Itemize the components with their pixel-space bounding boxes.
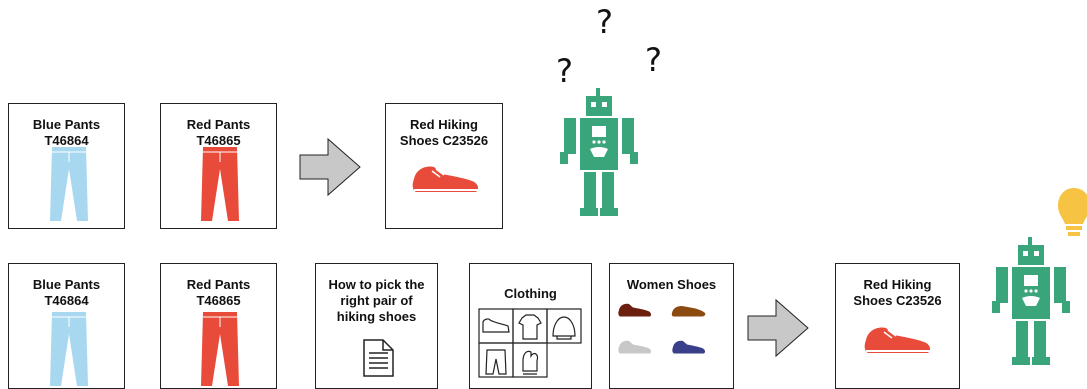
tshirt-outline-icon (519, 315, 541, 339)
clothing-grid-icon (479, 309, 581, 377)
mitten-outline-icon (523, 351, 537, 374)
red-pants-icon (201, 312, 239, 386)
beanie-outline-icon (553, 317, 575, 339)
shoe-collection-icon (618, 304, 705, 354)
blue-pants-icon (50, 312, 88, 386)
robot-idea-icon (992, 237, 1070, 365)
document-icon (364, 340, 393, 376)
arrow-right-icon (748, 300, 808, 356)
red-shoe-icon (865, 328, 930, 354)
robot-confused-icon (560, 88, 638, 216)
red-pants-icon (201, 147, 239, 221)
blue-pants-icon (50, 147, 88, 221)
sneaker-outline-icon (483, 319, 509, 332)
red-shoe-icon (413, 167, 478, 193)
arrow-right-icon (300, 139, 360, 195)
pants-outline-icon (486, 350, 506, 374)
lightbulb-icon (1058, 188, 1087, 236)
